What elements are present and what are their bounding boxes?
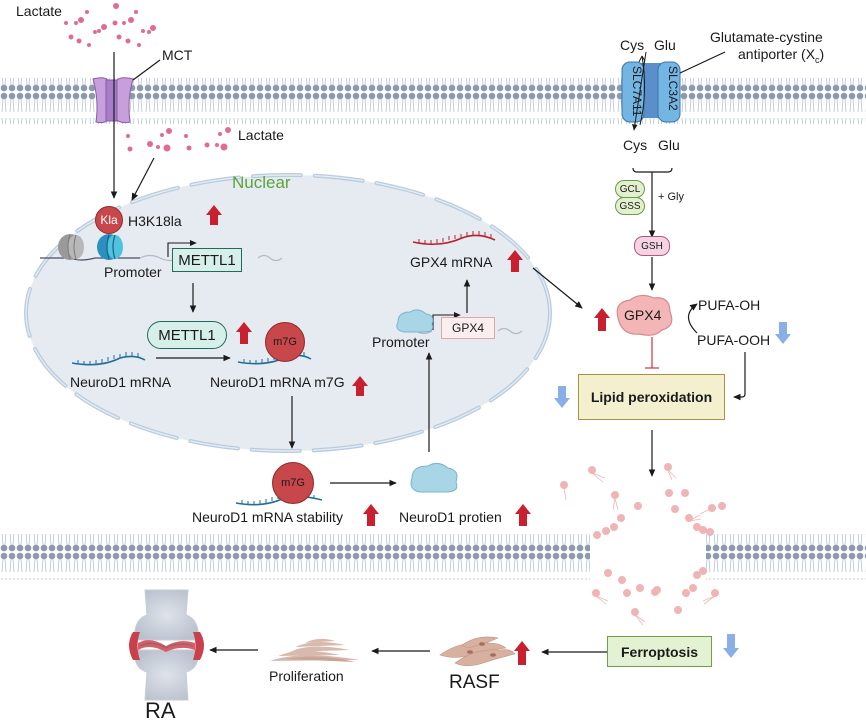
gpx4-gene-box: GPX4 bbox=[441, 317, 495, 339]
up-arrow-icon bbox=[594, 308, 610, 331]
up-arrow-icon bbox=[236, 322, 252, 344]
nucleosome-icon-inactive bbox=[58, 234, 84, 260]
down-arrow-icon bbox=[723, 634, 739, 658]
lactate-intracellular-label: Lactate bbox=[238, 127, 284, 143]
up-arrow-icon bbox=[514, 641, 530, 665]
nucleosome-icon-active bbox=[97, 234, 123, 260]
antiporter-label-text: antiporter (X bbox=[738, 46, 816, 62]
pufa-ooh-label: PUFA-OOH bbox=[697, 332, 771, 348]
lactate-molecules-intracellular bbox=[126, 127, 231, 152]
arrow-pufa-to-lipid bbox=[733, 352, 746, 401]
h3k18la-label: H3K18la bbox=[128, 213, 182, 229]
tss-arrows bbox=[167, 239, 461, 330]
rasf-label: RASF bbox=[449, 672, 500, 693]
antiporter-subscript: c bbox=[815, 54, 820, 65]
gsh-box: GSH bbox=[634, 236, 670, 256]
m7g-modification-cytoplasm: m7G bbox=[272, 462, 314, 504]
glu-bottom-label: Glu bbox=[658, 137, 680, 153]
neurod1-mrna-stability-label: NeuroD1 mRNA stability bbox=[192, 509, 343, 525]
slc3a2-label: SLC3A2 bbox=[666, 66, 680, 111]
gpx4-protein-icon bbox=[616, 294, 673, 336]
proliferation-label: Proliferation bbox=[269, 668, 344, 684]
ra-joint-icon bbox=[129, 589, 204, 701]
gpx4-mrna-icon bbox=[412, 231, 496, 246]
pufa-oh-label: PUFA-OH bbox=[698, 297, 761, 313]
gpx4-mrna-label: GPX4 mRNA bbox=[410, 254, 493, 270]
down-arrow-icon bbox=[775, 322, 791, 344]
proliferation-cells-icon bbox=[270, 638, 360, 662]
lactate-extracellular-label: Lactate bbox=[16, 3, 62, 19]
mct-label: MCT bbox=[162, 47, 193, 63]
mettl1-protein-box: METTL1 bbox=[147, 321, 227, 349]
neurod1-mrna-m7g-label: NeuroD1 mRNA m7G bbox=[210, 374, 345, 390]
down-arrow-icon bbox=[554, 386, 570, 408]
mettl1-gene-box: METTL1 bbox=[172, 248, 242, 272]
cys-top-label: Cys bbox=[620, 37, 645, 53]
promoter-label-mettl1: Promoter bbox=[104, 264, 162, 280]
m7g-modification-nuclear: m7G bbox=[265, 322, 305, 362]
kla-lactylation-marker: Kla bbox=[95, 206, 123, 234]
lactate-molecules-extracellular bbox=[64, 3, 156, 47]
cys-bottom-label: Cys bbox=[623, 137, 648, 153]
mct-transporter-icon bbox=[92, 77, 134, 124]
antiporter-label-line1: Glutamate-cystine bbox=[710, 29, 823, 45]
up-arrow-icon bbox=[515, 504, 531, 526]
neurod1-protein-icon bbox=[410, 462, 458, 493]
cys-glu-bracket bbox=[632, 167, 673, 173]
arrow-lactate-to-kla bbox=[131, 157, 155, 201]
gpx4-catalysis-curve bbox=[687, 303, 698, 334]
nucleus-label: Nuclear bbox=[232, 173, 291, 192]
mct-leader-line bbox=[132, 59, 161, 81]
ruptured-lipids bbox=[560, 463, 726, 626]
promoter-label-gpx4: Promoter bbox=[372, 334, 430, 350]
rasf-fibroblast-icon bbox=[439, 636, 516, 667]
flow-arrows bbox=[110, 52, 746, 656]
xc-antiporter-icon bbox=[621, 51, 681, 131]
gpx4-protein-label: GPX4 bbox=[624, 307, 662, 323]
lower-cell-membrane bbox=[0, 534, 866, 580]
lipid-peroxidation-box: Lipid peroxidation bbox=[578, 374, 725, 420]
antiporter-label-line2: antiporter (Xc) bbox=[738, 47, 824, 65]
up-arrow-icon bbox=[507, 250, 523, 272]
neurod1-protein-bound-icon bbox=[396, 309, 434, 333]
antiporter-leader-line bbox=[679, 51, 726, 74]
neurod1-mrna-label: NeuroD1 mRNA bbox=[70, 374, 172, 390]
ferroptosis-box: Ferroptosis bbox=[607, 636, 712, 667]
ra-label: RA bbox=[145, 698, 176, 723]
neurod1-protein-label: NeuroD1 protien bbox=[399, 509, 502, 525]
glu-top-label: Glu bbox=[654, 37, 676, 53]
up-arrow-icon bbox=[206, 205, 222, 225]
up-arrow-icon bbox=[352, 376, 368, 396]
glycine-label: + Gly bbox=[658, 191, 684, 203]
trend-arrows bbox=[206, 205, 791, 665]
antiporter-label-end: ) bbox=[819, 46, 825, 62]
gcl-enzyme: GCL bbox=[615, 180, 645, 198]
inhibition-gpx4-lipid bbox=[645, 337, 659, 369]
neurod1-mrna-icon bbox=[71, 352, 146, 366]
upper-cell-membrane bbox=[0, 78, 866, 124]
slc7a11-label: SLC7A11 bbox=[630, 66, 644, 117]
nucleus bbox=[24, 173, 552, 453]
arrow-mrna-to-gpx4 bbox=[532, 267, 583, 309]
up-arrow-icon bbox=[363, 504, 379, 526]
gss-enzyme: GSS bbox=[615, 197, 645, 215]
